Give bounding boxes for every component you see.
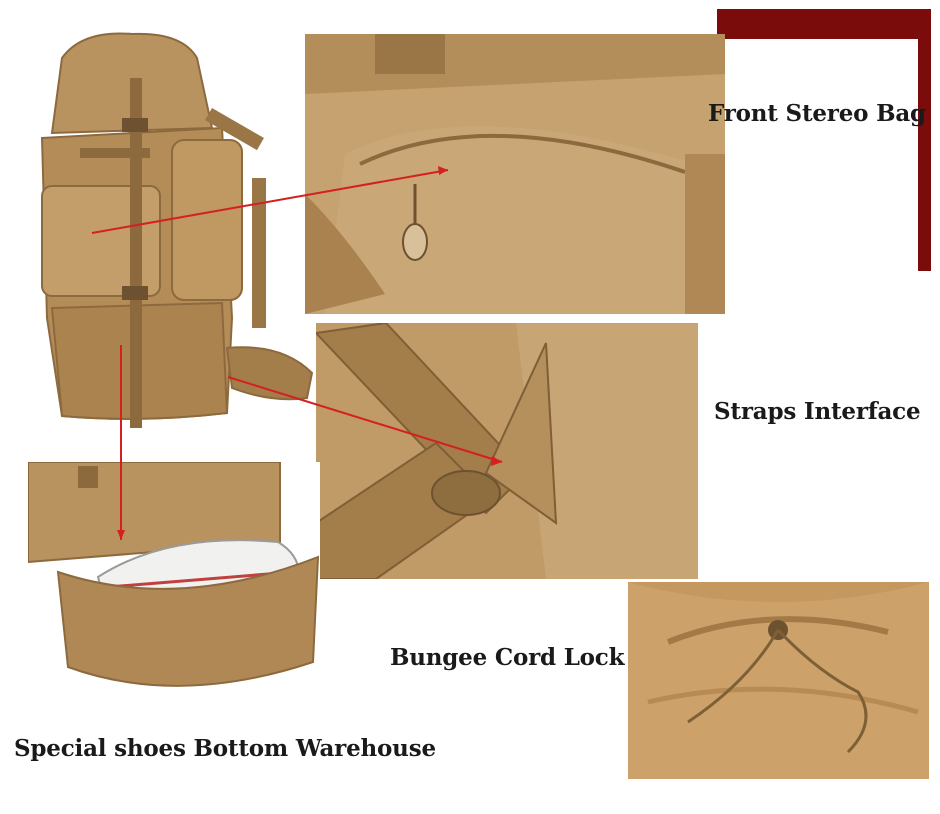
backpack-main-photo (22, 18, 322, 430)
label-straps-interface: Straps Interface (714, 398, 921, 425)
label-special-shoes-bottom-warehouse: Special shoes Bottom Warehouse (14, 735, 436, 762)
corner-frame-side (918, 9, 931, 271)
bungee-cord-closeup-photo (628, 582, 929, 779)
front-pocket-closeup-photo (305, 34, 725, 314)
straps-interface-closeup-photo (316, 323, 698, 579)
corner-frame-top (717, 9, 931, 39)
label-bungee-cord-lock: Bungee Cord Lock (390, 644, 625, 671)
shoe-compartment-closeup-photo (28, 462, 320, 700)
label-front-stereo-bag: Front Stereo Bag (708, 100, 926, 127)
